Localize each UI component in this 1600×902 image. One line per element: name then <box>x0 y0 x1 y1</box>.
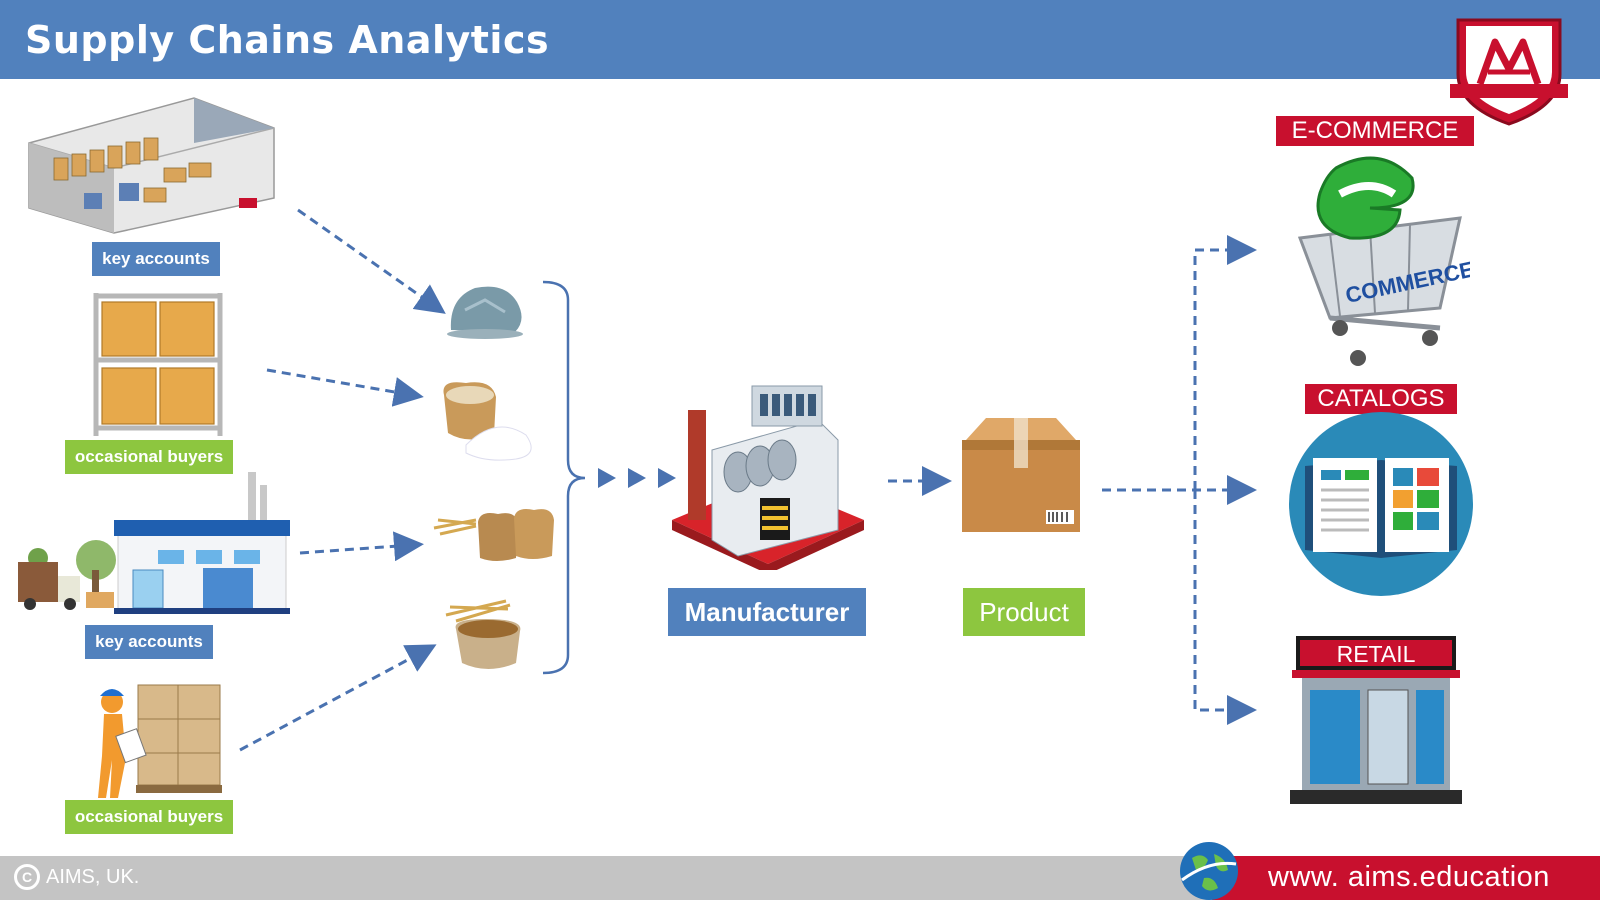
warehouse-building-icon <box>18 472 290 614</box>
product-box-icon <box>962 418 1080 532</box>
pallet-rack-icon <box>93 293 223 436</box>
header-bar: Supply Chains Analytics <box>0 0 1600 79</box>
supplier-2-label: occasional buyers <box>65 440 233 474</box>
globe-icon <box>1180 842 1238 900</box>
catalogs-label: CATALOGS <box>1305 384 1457 414</box>
supplier-1-label: key accounts <box>92 242 220 276</box>
retail-sign-text: RETAIL <box>1337 641 1416 667</box>
catalog-book-icon <box>1289 412 1473 596</box>
salt-sack-icon <box>443 382 532 461</box>
ecommerce-label: E-COMMERCE <box>1276 116 1474 146</box>
factory-icon <box>672 385 864 570</box>
wheat-sacks-icon <box>433 509 554 561</box>
manufacturer-label: Manufacturer <box>668 588 866 636</box>
supplier-3-label: key accounts <box>85 625 213 659</box>
copyright-notice: C AIMS, UK. <box>14 864 139 890</box>
grain-bowl-icon <box>445 599 521 669</box>
copyright-icon: C <box>14 864 40 890</box>
copyright-text: AIMS, UK. <box>46 865 140 888</box>
website-link[interactable]: www. aims.education <box>1268 861 1550 893</box>
retail-store-icon: RETAIL <box>1290 636 1462 804</box>
footer-website-band <box>1212 856 1600 900</box>
warehouse-3d-icon <box>28 97 275 234</box>
ecommerce-cart-icon: COMMERCE <box>1297 156 1470 366</box>
stone-material-icon <box>447 286 523 339</box>
product-label: Product <box>963 588 1085 636</box>
worker-boxes-icon <box>98 684 222 798</box>
aims-logo-icon <box>1450 18 1568 126</box>
page-title: Supply Chains Analytics <box>25 18 550 62</box>
supplier-4-label: occasional buyers <box>65 800 233 834</box>
